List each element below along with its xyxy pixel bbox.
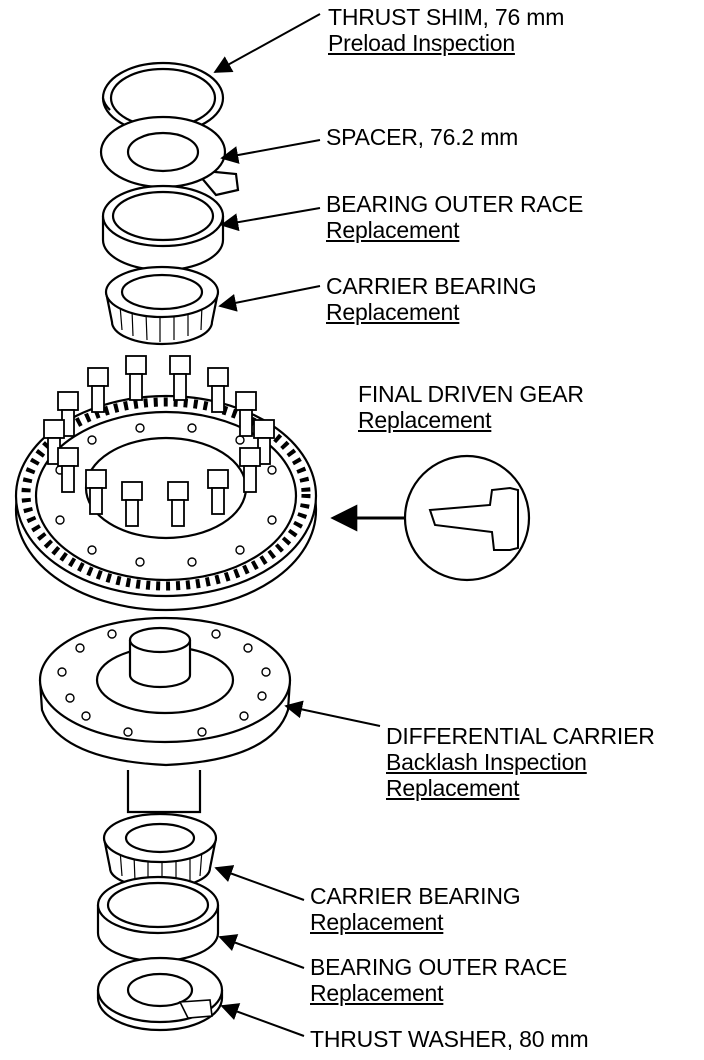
carrier-bearing-top-title: CARRIER BEARING [326, 273, 537, 299]
leader-lines [213, 13, 381, 1037]
thrust-shim-label: THRUST SHIM, 76 mm Preload Inspection [328, 4, 564, 56]
carrier-bearing-bottom-label: CARRIER BEARING Replacement [310, 883, 521, 935]
final-driven-gear-part [14, 355, 318, 612]
thrust-washer-label: THRUST WASHER, 80 mm [310, 1026, 589, 1052]
spacer-title: SPACER, 76.2 mm [326, 124, 519, 150]
bearing-outer-race-bottom-label: BEARING OUTER RACE Replacement [310, 954, 567, 1006]
carrier-bearing-top-label: CARRIER BEARING Replacement [326, 273, 537, 325]
carrier-bearing-top-part [104, 265, 220, 346]
spacer-label: SPACER, 76.2 mm [326, 124, 518, 150]
bearing-outer-race-bottom-action: Replacement [310, 980, 444, 1006]
final-driven-gear-action: Replacement [358, 407, 492, 433]
bearing-outer-race-top-label: BEARING OUTER RACE Replacement [326, 191, 583, 243]
carrier-bearing-bottom-title: CARRIER BEARING [310, 883, 521, 909]
thrust-shim-part [101, 61, 225, 135]
bearing-outer-race-bottom-title: BEARING OUTER RACE [310, 954, 568, 980]
bearing-outer-race-top-title: BEARING OUTER RACE [326, 191, 584, 217]
final-driven-gear-title: FINAL DRIVEN GEAR [358, 381, 584, 407]
thrust-shim-action: Preload Inspection [328, 30, 515, 56]
final-driven-gear-label: FINAL DRIVEN GEAR Replacement [358, 381, 584, 433]
bearing-outer-race-bottom-part [96, 875, 220, 963]
thrust-washer-title: THRUST WASHER, 80 mm [310, 1026, 589, 1052]
gear-tooth-detail [330, 454, 531, 582]
differential-carrier-title: DIFFERENTIAL CARRIER [386, 723, 655, 749]
differential-carrier-label: DIFFERENTIAL CARRIER Backlash Inspection… [386, 723, 655, 801]
spacer-part [99, 115, 240, 197]
thrust-washer-part [96, 956, 224, 1032]
carrier-bearing-bottom-part [102, 812, 218, 890]
carrier-bearing-top-action: Replacement [326, 299, 460, 325]
differential-carrier-action-1: Backlash Inspection [386, 749, 587, 775]
differential-carrier-action-2: Replacement [386, 775, 520, 801]
bearing-outer-race-top-part [101, 184, 225, 272]
differential-carrier-part [38, 616, 292, 814]
carrier-bearing-bottom-action: Replacement [310, 909, 444, 935]
thrust-shim-title: THRUST SHIM, 76 mm [328, 4, 565, 30]
bearing-outer-race-top-action: Replacement [326, 217, 460, 243]
